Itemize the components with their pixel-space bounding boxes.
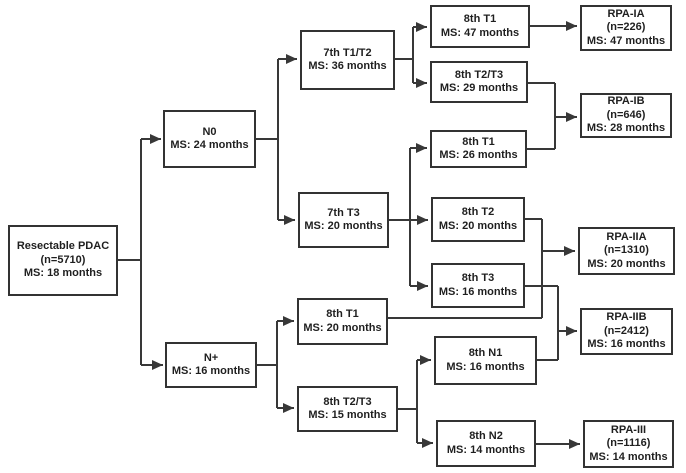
node-line: MS: 20 months	[303, 321, 382, 334]
node-line: MS: 24 months	[170, 139, 249, 151]
node-line: MS: 16 months	[438, 285, 518, 298]
node-line: Resectable PDAC	[16, 240, 110, 253]
node-line: MS: 36 months	[308, 60, 387, 72]
node-line: 8th N2	[469, 430, 503, 442]
node-line: MS: 20 months	[304, 220, 383, 232]
node-line: MS: 14 months	[446, 443, 526, 456]
node-line: 7th T1/T2	[323, 46, 372, 59]
node-line: RPA-IA	[607, 7, 645, 20]
node-resectable-pdac: Resectable PDAC (n=5710) MS: 18 months	[8, 225, 118, 296]
node-line: MS: 14 months	[589, 450, 668, 463]
node-line: 8th T2/T3	[454, 68, 504, 81]
node-line: RPA-IIA	[606, 230, 647, 243]
node-8th-t2t3-29: 8th T2/T3 MS: 29 months	[430, 61, 528, 103]
node-line: RPA-IB	[607, 95, 645, 108]
node-8th-t2-20: 8th T2 MS: 20 months	[431, 197, 525, 242]
node-8th-n2: 8th N2 MS: 14 months	[436, 420, 536, 467]
node-line: MS: 20 months	[438, 219, 518, 232]
node-rpa-ia: RPA-IA (n=226) MS: 47 months	[580, 5, 672, 51]
node-line: 8th T1	[462, 135, 495, 148]
node-line: N+	[203, 351, 219, 364]
node-8th-t3-16: 8th T3 MS: 16 months	[431, 263, 525, 308]
node-line: 8th N1	[468, 347, 503, 359]
node-line: MS: 18 months	[23, 267, 103, 280]
node-line: (n=226)	[606, 21, 646, 34]
node-n0: N0 MS: 24 months	[163, 110, 256, 168]
node-line: N0	[202, 125, 217, 138]
node-7th-t3: 7th T3 MS: 20 months	[298, 192, 389, 248]
node-line: 8th T2	[461, 206, 495, 218]
node-line: MS: 47 months	[586, 34, 666, 47]
node-line: 8th T3	[461, 272, 495, 284]
node-line: MS: 20 months	[587, 257, 666, 270]
node-line: (n=2412)	[604, 324, 649, 337]
node-line: RPA-IIB	[606, 311, 647, 324]
node-line: (n=646)	[606, 108, 646, 121]
node-line: MS: 16 months	[587, 338, 666, 351]
node-rpa-iii: RPA-III (n=1116) MS: 14 months	[583, 420, 674, 468]
node-7th-t1t2: 7th T1/T2 MS: 36 months	[300, 30, 395, 90]
node-line: (n=5710)	[40, 253, 86, 266]
node-8th-t1-47: 8th T1 MS: 47 months	[430, 5, 530, 48]
node-line: 8th T1	[463, 13, 497, 25]
node-rpa-iib: RPA-IIB (n=2412) MS: 16 months	[580, 308, 673, 355]
node-line: MS: 47 months	[440, 26, 520, 39]
node-line: MS: 28 months	[586, 122, 666, 135]
node-line: 8th T2/T3	[323, 395, 372, 408]
node-rpa-ib: RPA-IB (n=646) MS: 28 months	[580, 93, 672, 138]
node-line: MS: 26 months	[439, 149, 518, 161]
node-8th-n1: 8th N1 MS: 16 months	[434, 336, 537, 385]
node-line: RPA-III	[610, 423, 647, 436]
node-line: (n=1310)	[604, 244, 649, 257]
node-rpa-iia: RPA-IIA (n=1310) MS: 20 months	[578, 227, 675, 275]
node-n-plus: N+ MS: 16 months	[165, 342, 257, 388]
node-8th-t1-26: 8th T1 MS: 26 months	[430, 130, 527, 168]
node-line: 8th T1	[326, 308, 359, 320]
node-line: 7th T3	[327, 206, 360, 219]
node-line: MS: 15 months	[308, 409, 387, 421]
node-8th-t2t3-15: 8th T2/T3 MS: 15 months	[297, 386, 398, 432]
node-8th-t1-20: 8th T1 MS: 20 months	[297, 298, 388, 345]
connector-trunks	[118, 27, 559, 443]
node-line: MS: 16 months	[171, 365, 251, 377]
node-line: (n=1116)	[606, 437, 651, 450]
node-line: MS: 29 months	[439, 82, 519, 94]
node-line: MS: 16 months	[446, 360, 525, 373]
